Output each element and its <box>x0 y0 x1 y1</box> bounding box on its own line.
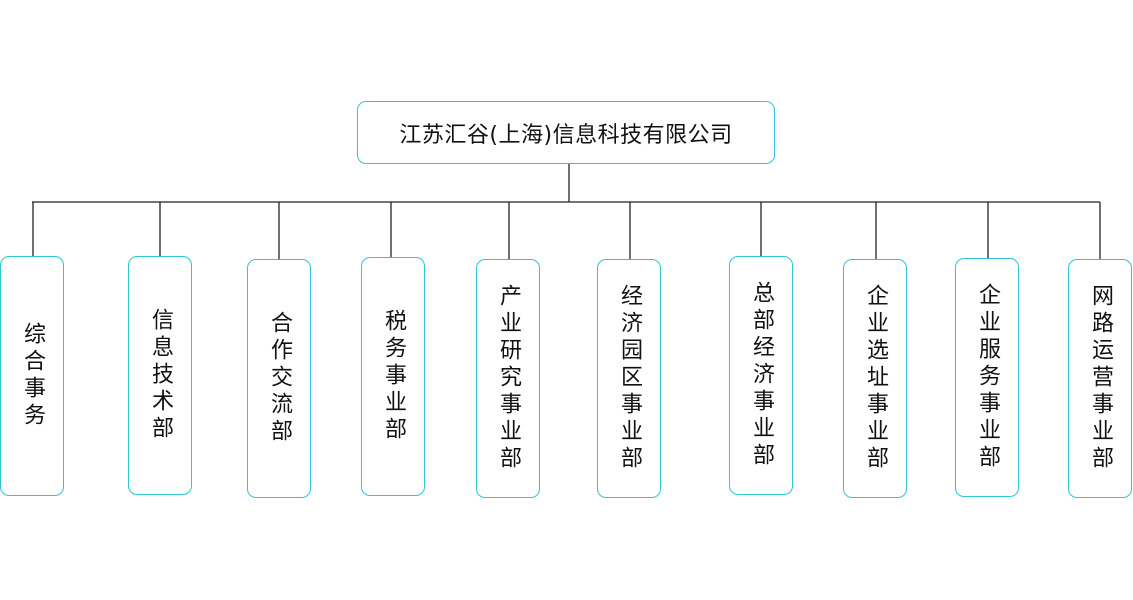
department-label: 信息技术部 <box>148 308 173 443</box>
department-label: 综合事务 <box>20 322 45 430</box>
department-node-site-selection: 企业选址事业部 <box>843 259 907 498</box>
department-label: 产业研究事业部 <box>496 284 521 473</box>
company-name: 江苏汇谷(上海)信息科技有限公司 <box>399 122 733 148</box>
department-node-tax: 税务事业部 <box>361 257 425 496</box>
department-label: 总部经济事业部 <box>749 281 774 470</box>
department-node-network-operations: 网路运营事业部 <box>1068 259 1132 498</box>
department-node-economic-park: 经济园区事业部 <box>597 259 661 498</box>
company-root-node: 江苏汇谷(上海)信息科技有限公司 <box>357 101 775 164</box>
department-node-enterprise-services: 企业服务事业部 <box>955 258 1019 497</box>
department-label: 经济园区事业部 <box>617 284 642 473</box>
department-label: 企业选址事业部 <box>863 284 888 473</box>
department-label: 网路运营事业部 <box>1088 284 1113 473</box>
department-label: 合作交流部 <box>267 311 292 446</box>
department-node-industry-research: 产业研究事业部 <box>476 259 540 498</box>
department-node-cooperation: 合作交流部 <box>247 259 311 498</box>
department-label: 企业服务事业部 <box>975 283 1000 472</box>
department-node-general-affairs: 综合事务 <box>0 256 64 496</box>
department-label: 税务事业部 <box>381 309 406 444</box>
department-node-headquarters-economy: 总部经济事业部 <box>729 256 793 495</box>
department-node-it: 信息技术部 <box>128 256 192 495</box>
